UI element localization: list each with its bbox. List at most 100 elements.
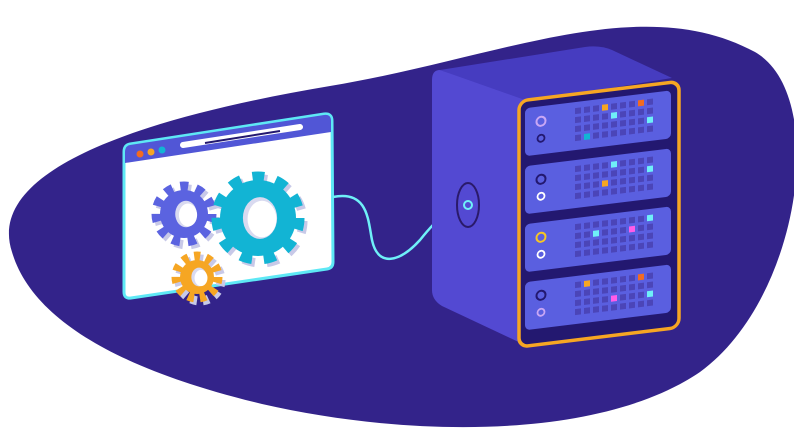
led-indicator [620, 177, 626, 185]
led-indicator [575, 281, 581, 289]
led-indicator [584, 280, 590, 288]
led-indicator [584, 106, 590, 114]
led-indicator [584, 222, 590, 230]
led-indicator [611, 303, 617, 311]
led-indicator [620, 275, 626, 283]
led-indicator [584, 182, 590, 190]
server-top [440, 46, 672, 102]
server-unit [525, 264, 671, 330]
led-indicator [575, 116, 581, 124]
gear-icon-cyan [211, 171, 308, 268]
led-indicator [629, 185, 635, 193]
led-indicator [629, 274, 635, 282]
led-indicator [575, 192, 581, 200]
led-indicator [629, 176, 635, 184]
power-button-icon [535, 231, 547, 243]
led-indicator [575, 134, 581, 142]
led-indicator [575, 223, 581, 231]
window-minimize-dot [147, 148, 155, 156]
led-indicator [584, 133, 590, 141]
led-indicator [647, 241, 653, 249]
led-indicator [620, 119, 626, 127]
led-indicator [602, 278, 608, 285]
power-button-icon [535, 173, 547, 185]
led-indicator [611, 236, 617, 244]
led-indicator [611, 294, 617, 302]
led-indicator [593, 297, 599, 304]
led-indicator [647, 125, 653, 133]
server-unit-face [525, 90, 671, 156]
led-indicator [593, 132, 599, 139]
led-indicator [575, 232, 581, 240]
led-indicator [575, 125, 581, 133]
led-indicator [593, 221, 599, 228]
led-indicator [602, 180, 608, 187]
led-indicator [584, 173, 590, 181]
led-indicator [620, 235, 626, 243]
led-indicator [575, 174, 581, 182]
led-indicator [602, 171, 608, 178]
led-indicator [620, 293, 626, 301]
led-indicator [593, 123, 599, 130]
led-indicator [629, 158, 635, 166]
server-unit [525, 148, 671, 214]
led-indicator [602, 122, 608, 129]
led-indicator [620, 168, 626, 176]
server-rack [432, 46, 681, 348]
led-indicator [575, 290, 581, 298]
status-light-icon [536, 133, 546, 143]
led-indicator [629, 292, 635, 300]
status-light-icon [536, 307, 546, 317]
led-indicator [593, 114, 599, 121]
server-unit [525, 206, 671, 272]
cable-plug [463, 200, 473, 210]
led-indicator [620, 128, 626, 136]
led-indicator [620, 159, 626, 167]
led-indicator [611, 129, 617, 137]
led-indicator [629, 127, 635, 135]
led-indicator [584, 115, 590, 123]
led-indicator [602, 229, 608, 236]
led-indicator [647, 232, 653, 240]
gear-icon-orange [171, 251, 226, 306]
server-unit [525, 90, 671, 156]
led-indicator [629, 216, 635, 224]
led-indicator [638, 157, 644, 165]
led-indicator [593, 230, 599, 237]
gear-hole-inner [194, 269, 208, 287]
gear-teeth [211, 171, 305, 265]
led-indicator [611, 187, 617, 195]
led-indicator [638, 184, 644, 192]
gear-hole-inner [247, 200, 277, 238]
led-indicator [638, 282, 644, 290]
led-indicator [602, 238, 608, 245]
led-indicator [620, 217, 626, 225]
led-indicator [629, 225, 635, 233]
server-port [456, 182, 480, 228]
led-indicator [629, 167, 635, 175]
gears [151, 171, 308, 306]
led-indicator [629, 118, 635, 126]
led-indicator [638, 175, 644, 183]
led-indicator [593, 279, 599, 286]
power-button-icon [535, 115, 547, 127]
led-indicator [620, 244, 626, 252]
led-indicator [584, 231, 590, 239]
led-indicator [629, 283, 635, 291]
power-button-icon [535, 289, 547, 301]
led-indicator [602, 296, 608, 303]
led-indicator [593, 306, 599, 313]
led-indicator [602, 131, 608, 138]
led-indicator [647, 290, 653, 298]
led-indicator [611, 227, 617, 235]
led-indicator [638, 166, 644, 174]
window-close-dot [136, 150, 144, 158]
led-indicator [647, 272, 653, 280]
led-indicator [629, 234, 635, 242]
led-indicator [584, 124, 590, 132]
led-indicator [620, 284, 626, 292]
led-indicator [647, 116, 653, 124]
led-indicator [593, 181, 599, 188]
led-indicator [575, 107, 581, 115]
